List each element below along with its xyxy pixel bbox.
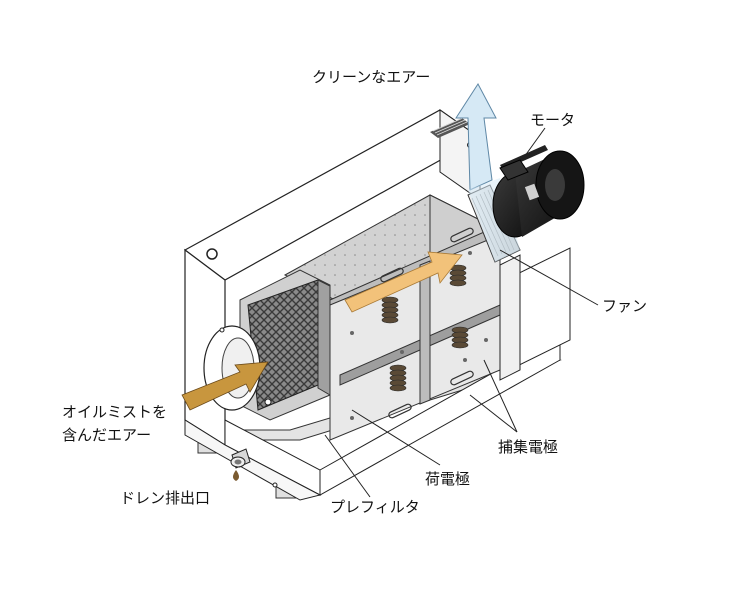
- drain-pipe-icon: [230, 448, 251, 481]
- label-charging-electrode: 荷電極: [425, 470, 470, 488]
- label-fan: ファン: [602, 297, 647, 315]
- label-drain-outlet: ドレン排出口: [120, 489, 210, 507]
- label-collecting-electrode: 捕集電極: [498, 438, 558, 456]
- vent-louvre-icon: [430, 117, 470, 138]
- inlet-air-arrow: [181, 361, 269, 411]
- label-oil-mist-air-2: 含んだエアー: [62, 426, 151, 444]
- label-pre-filter: プレフィルタ: [330, 498, 420, 516]
- handle-icon: [380, 227, 474, 419]
- internal-flow-arrow: [344, 251, 463, 313]
- electrode-spring-icon: [381, 264, 469, 392]
- leader-lines: [324, 127, 599, 498]
- labels: クリーンなエアー モータ ファン オイルミストを 含んだエアー 捕集電極 荷電極…: [62, 68, 647, 516]
- label-oil-mist-air-1: オイルミストを: [62, 403, 167, 421]
- motor-terminal-box: [499, 159, 529, 181]
- label-clean-air: クリーンなエアー: [312, 68, 430, 86]
- lifting-eye-icon: [206, 248, 218, 260]
- oil-drop-icon: [233, 470, 239, 481]
- rear-side-panel: [499, 247, 571, 381]
- clean-air-arrow: [455, 83, 520, 262]
- motor-icon: [492, 145, 585, 238]
- label-motor: モータ: [530, 111, 575, 129]
- pre-filter-mesh: [239, 269, 331, 421]
